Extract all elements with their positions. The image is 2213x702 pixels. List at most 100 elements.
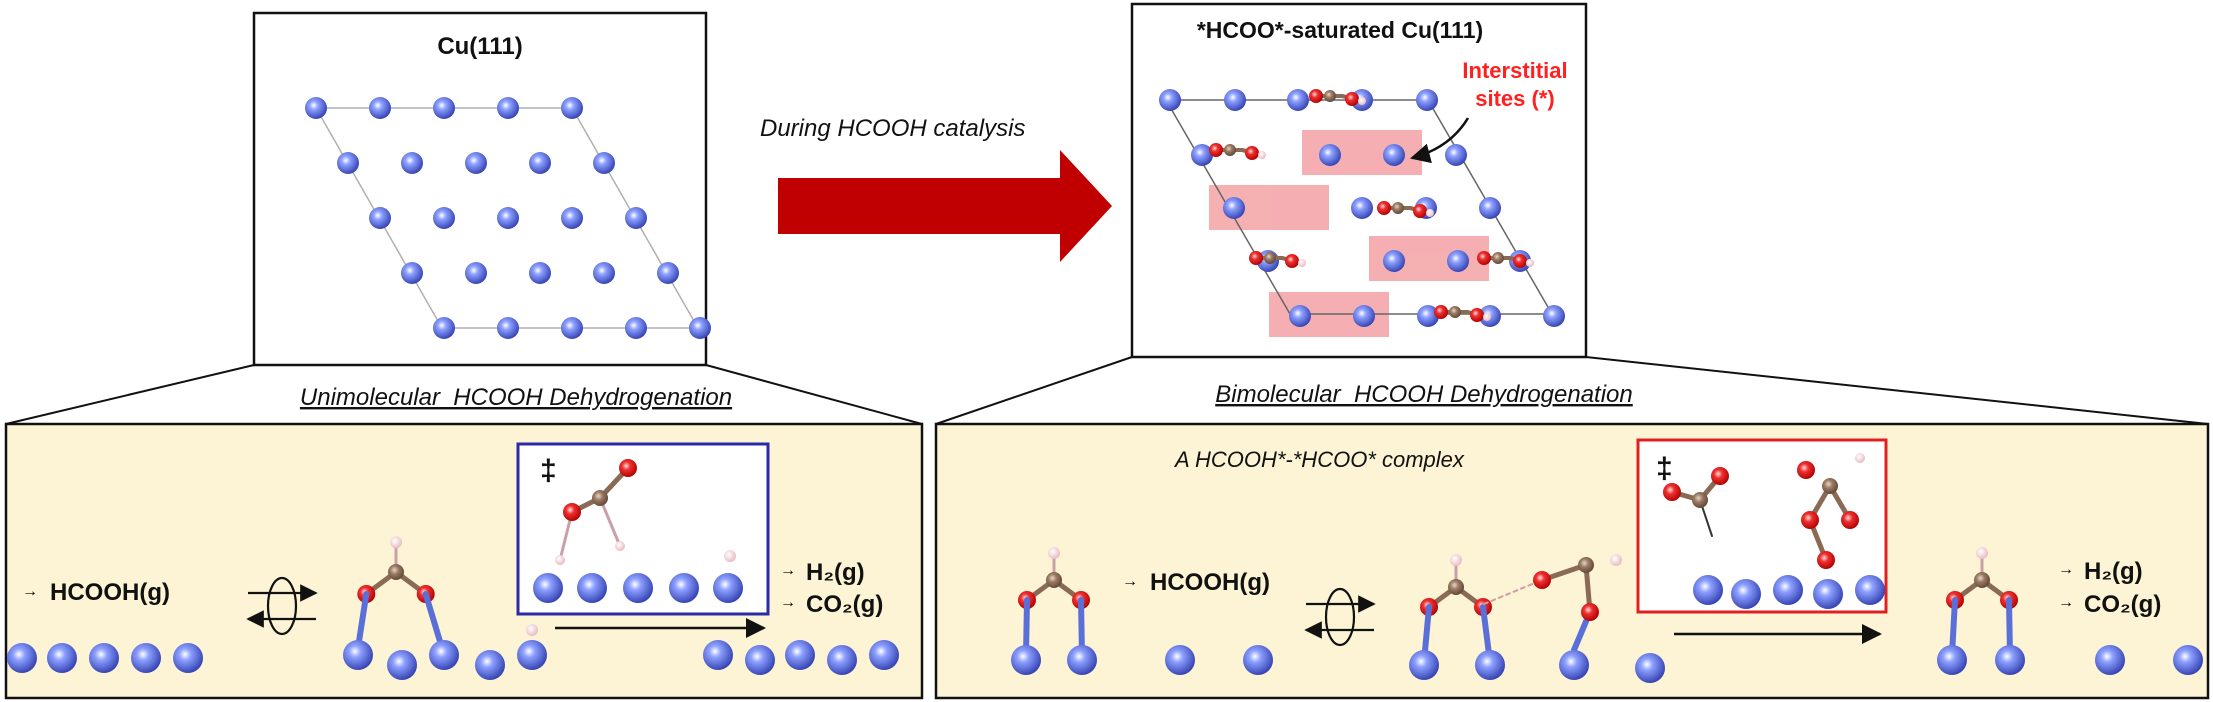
cu-atom	[1011, 645, 1041, 675]
bi-ts-marker: ‡	[1656, 452, 1673, 485]
oxygen-atom	[1533, 571, 1551, 589]
hydrogen-atom	[1258, 151, 1266, 159]
oxygen-atom	[1581, 603, 1599, 621]
cu-atom	[689, 317, 711, 339]
cu-atom	[2173, 645, 2203, 675]
cu-atom	[369, 97, 391, 119]
cu-atom	[497, 207, 519, 229]
cu-atom	[1287, 89, 1309, 111]
cu-atom	[1383, 250, 1405, 272]
cu-atom	[561, 317, 583, 339]
oxygen-atom	[1841, 511, 1859, 529]
cu-atom	[1067, 645, 1097, 675]
cu-atom	[561, 97, 583, 119]
cu-atom	[1731, 579, 1761, 609]
cu111-panel: Cu(111)	[252, 11, 711, 367]
oxygen-atom	[1249, 251, 1263, 265]
bond	[598, 496, 622, 548]
hydrogen-atom	[1298, 259, 1306, 267]
oxygen-atom	[1345, 92, 1359, 106]
transformation-arrow: During HCOOH catalysis	[760, 115, 1112, 262]
cu-atom	[1243, 645, 1273, 675]
carbon-atom	[1492, 252, 1504, 264]
bi-reactant-arrow: →	[1122, 573, 1138, 590]
cu-atom	[343, 640, 373, 670]
carbon-atom	[592, 490, 608, 506]
cu-atom	[1159, 89, 1181, 111]
cu111-panel-frame	[252, 11, 708, 367]
hydrogen-atom	[1610, 554, 1622, 566]
carbon-atom	[1974, 572, 1990, 588]
bi-product-h2: H₂(g)	[2084, 558, 2143, 585]
carbon-atom	[388, 564, 404, 580]
cu-atom	[1995, 645, 2025, 675]
carbon-atom	[1449, 306, 1461, 318]
oxygen-atom	[1434, 305, 1448, 319]
cu-atom	[533, 573, 563, 603]
bond	[422, 591, 445, 651]
cu-atom	[1479, 197, 1501, 219]
oxygen-atom	[1711, 467, 1729, 485]
hydrogen-atom	[1358, 97, 1366, 105]
cu-atom	[669, 573, 699, 603]
hydrogen-atom	[1526, 259, 1534, 267]
oxygen-atom	[619, 459, 637, 477]
bond	[1483, 579, 1543, 605]
uni-product-h2: H₂(g)	[806, 559, 865, 586]
oxygen-atom	[1477, 251, 1491, 265]
cu-atom	[623, 573, 653, 603]
cu-atom	[401, 152, 423, 174]
arrow-label: During HCOOH catalysis	[760, 115, 1025, 142]
cu-atom	[433, 97, 455, 119]
bi-reactant-label: HCOOH(g)	[1150, 569, 1270, 596]
saturated-title: *HCOO*-saturated Cu(111)	[1197, 17, 1483, 43]
oxygen-atom	[1413, 204, 1427, 218]
cu-atom	[1635, 653, 1665, 683]
cu-atom	[745, 645, 775, 675]
complex-label: A HCOOH*-*HCOO* complex	[1173, 447, 1465, 472]
cu-atom	[433, 207, 455, 229]
bi-molecular-models	[1011, 453, 2203, 683]
cu-atom	[1319, 144, 1341, 166]
hydrogen-atom	[390, 536, 402, 549]
cu-atom	[785, 640, 815, 670]
hydrogen-atom	[1855, 453, 1865, 463]
cu-atom	[657, 262, 679, 284]
oxygen-atom	[1377, 201, 1391, 215]
cu-atom	[89, 643, 119, 673]
cu-atom	[713, 573, 743, 603]
cu111-title: Cu(111)	[437, 33, 522, 60]
cu-atom	[1773, 575, 1803, 605]
oxygen-atom	[1285, 254, 1299, 268]
oxygen-atom	[1801, 511, 1819, 529]
cu-atom	[1813, 579, 1843, 609]
cu-atom	[401, 262, 423, 284]
carbon-atom	[1324, 90, 1336, 102]
oxygen-atom	[1245, 146, 1259, 160]
uni-reactant-label: HCOOH(g)	[50, 579, 170, 606]
cu-atom	[1191, 144, 1213, 166]
cu-atom	[529, 262, 551, 284]
carbon-atom	[1578, 557, 1594, 573]
bi-equilibrium-rotation-icon	[1304, 587, 1376, 647]
oxygen-atom	[563, 503, 581, 521]
oxygen-atom	[1513, 254, 1527, 268]
bi-product-co2: CO₂(g)	[2084, 591, 2161, 618]
cu-atom	[1223, 197, 1245, 219]
carbon-atom	[1264, 252, 1276, 264]
uni-ts-marker: ‡	[540, 454, 557, 487]
cu-atom	[561, 207, 583, 229]
cu-atom	[497, 317, 519, 339]
cu-atom	[1383, 144, 1405, 166]
cu-atom	[869, 640, 899, 670]
hydrogen-atom	[724, 550, 736, 562]
cu-atom	[1409, 650, 1439, 680]
cu-atom	[625, 317, 647, 339]
cu-atom	[625, 207, 647, 229]
cu-atom	[369, 207, 391, 229]
oxygen-atom	[1663, 483, 1681, 501]
hydrogen-atom	[1048, 547, 1060, 559]
hydrogen-atom	[526, 624, 538, 636]
uni-molecular-models	[7, 459, 899, 680]
